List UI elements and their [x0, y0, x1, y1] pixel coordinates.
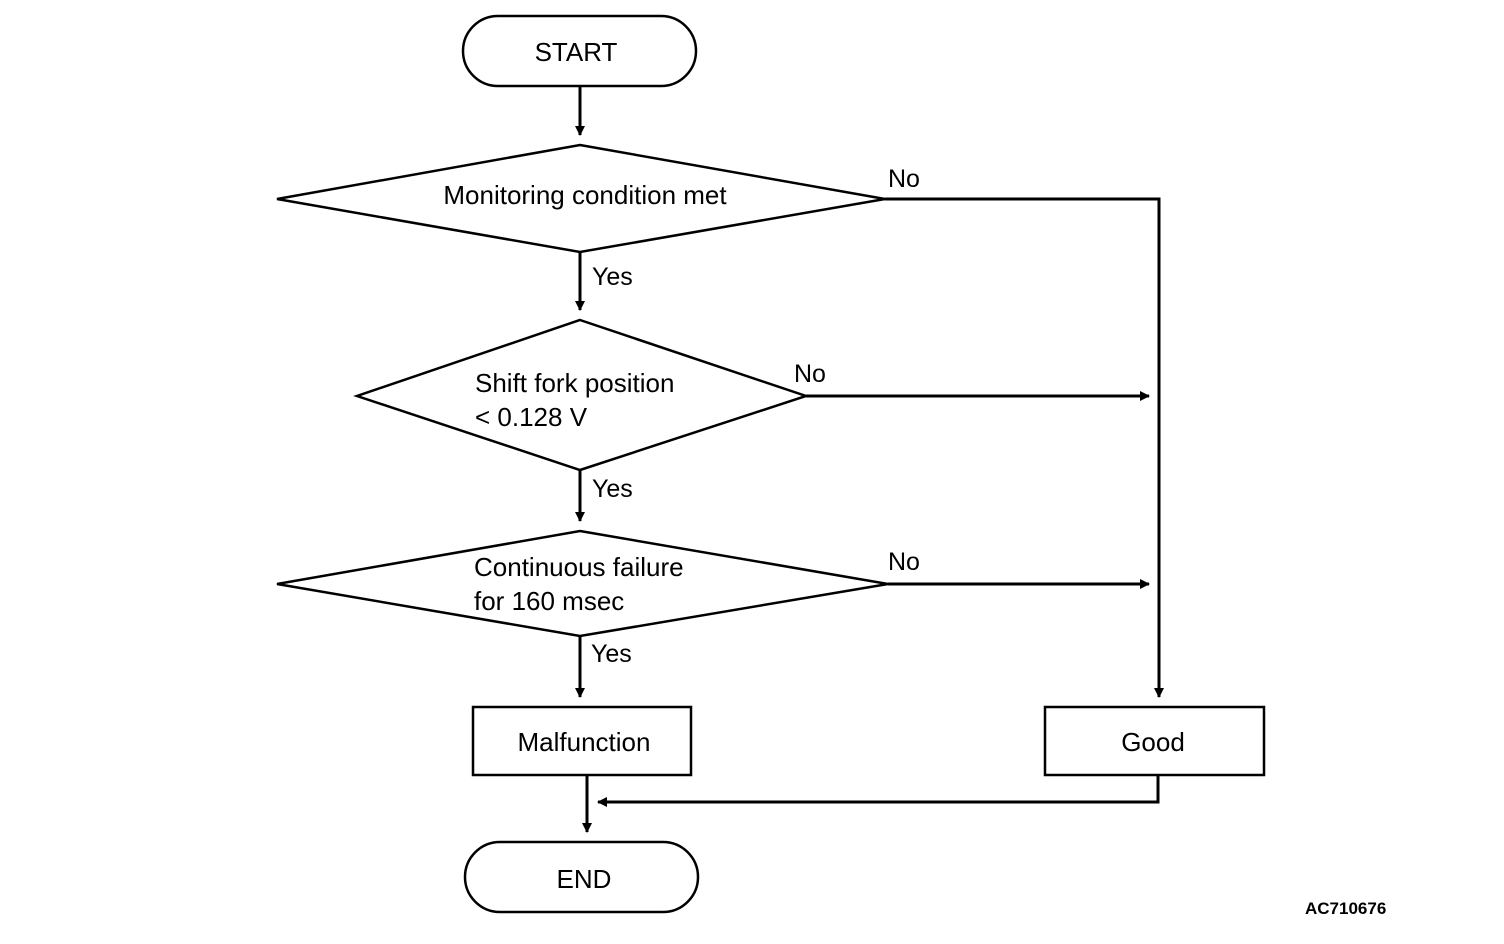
decision-3-label-line-1: Continuous failure: [474, 552, 684, 582]
decision-continuous-failure: [276, 529, 889, 638]
decision-2-yes-label: Yes: [592, 475, 633, 503]
good-box: [1043, 705, 1266, 777]
decision-3-no-label: No: [888, 548, 920, 576]
malfunction-label: Malfunction: [518, 727, 651, 757]
decision-1-no-label: No: [888, 165, 920, 193]
start-label: START: [535, 37, 618, 67]
end-terminal: [463, 840, 700, 914]
connector-good-to-merge: [597, 775, 1160, 807]
malfunction-box: [471, 705, 693, 777]
end-label: END: [557, 864, 612, 894]
decision-3-yes-label: Yes: [591, 640, 632, 668]
decision-2-no-label: No: [794, 360, 826, 388]
decision-2-label-line-1: Shift fork position: [475, 368, 674, 398]
connector-d1-no-to-good: [885, 197, 1164, 698]
reference-code: AC710676: [1305, 899, 1386, 918]
decision-3-label-line-2: for 160 msec: [474, 586, 624, 616]
decision-1-label: Monitoring condition met: [443, 180, 727, 210]
decision-1-yes-label: Yes: [592, 263, 633, 291]
decision-2-label-line-2: < 0.128 V: [475, 402, 588, 432]
good-label: Good: [1121, 727, 1185, 757]
